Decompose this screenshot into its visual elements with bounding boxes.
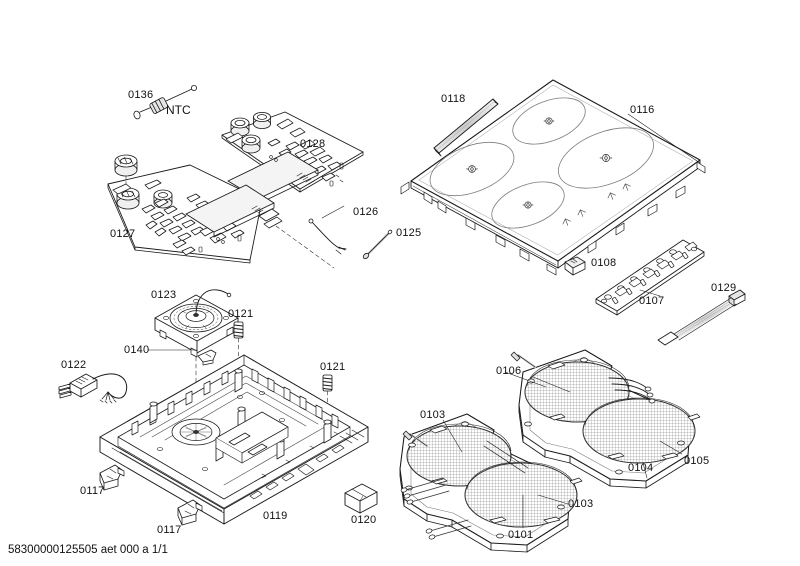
- part-power-cord-0122: [58, 373, 128, 404]
- part-label-0108: 0108: [591, 257, 617, 269]
- part-label-0119: 0119: [263, 510, 288, 522]
- part-label-0122: 0122: [61, 359, 87, 371]
- part-screw-0125: [362, 229, 393, 260]
- part-power-pcb-0128: [221, 111, 364, 205]
- part-ceramic-glass-cooktop-0116: [400, 79, 706, 276]
- document-footer-code: 58300000125505 aet 000 a 1/1: [8, 544, 168, 556]
- part-spring-left-0121: [233, 321, 244, 369]
- assembly-coil-right: [510, 349, 701, 489]
- part-label-0106: 0106: [496, 365, 522, 377]
- part-label-0129: 0129: [711, 282, 737, 294]
- part-ntc-sensor-0136: [133, 85, 197, 120]
- part-label-0136: 0136: [128, 89, 154, 101]
- part-ribbon-cable-0129: [657, 289, 746, 346]
- part-connector-block-0108: [564, 256, 586, 276]
- assembly-coil-left: [399, 413, 583, 553]
- part-control-touch-pcb-0107: [595, 239, 705, 316]
- part-connector-wire-0126: [308, 218, 347, 255]
- part-label-0125: 0125: [396, 227, 422, 239]
- part-mounting-clip-front-0117: [177, 499, 203, 526]
- part-power-pcb-0127: [107, 154, 283, 264]
- part-mounting-clip-left-0117: [99, 464, 125, 491]
- part-label-0127: 0127: [110, 228, 136, 240]
- part-label-0123: 0123: [151, 289, 177, 301]
- part-label-0104: 0104: [628, 462, 654, 474]
- part-label-0140: 0140: [124, 344, 150, 356]
- part-label-0121-left: 0121: [228, 308, 254, 320]
- part-label-0103-front: 0103: [568, 498, 594, 510]
- part-label-0126: 0126: [353, 206, 379, 218]
- part-label-0117-front: 0117: [157, 524, 182, 536]
- part-label-0103-left: 0103: [420, 409, 446, 421]
- part-label-0121-right: 0121: [320, 361, 346, 373]
- part-label-0118: 0118: [441, 93, 466, 105]
- part-terminal-box-0120: [344, 483, 378, 514]
- part-label-0107: 0107: [639, 295, 665, 307]
- part-label-0117-left: 0117: [80, 485, 105, 497]
- part-base-chassis-0119: [99, 354, 369, 525]
- part-cooling-fan-0123: [154, 289, 239, 425]
- part-label-0128: 0128: [300, 138, 326, 150]
- part-label-0120: 0120: [351, 514, 377, 526]
- part-retaining-clip-0140: [197, 349, 217, 366]
- part-edge-trim-strip-0118: [433, 98, 499, 157]
- ntc-annotation: NTC: [166, 103, 191, 117]
- part-label-0116: 0116: [630, 104, 655, 116]
- part-label-0105: 0105: [684, 455, 710, 467]
- part-label-0101: 0101: [508, 529, 534, 541]
